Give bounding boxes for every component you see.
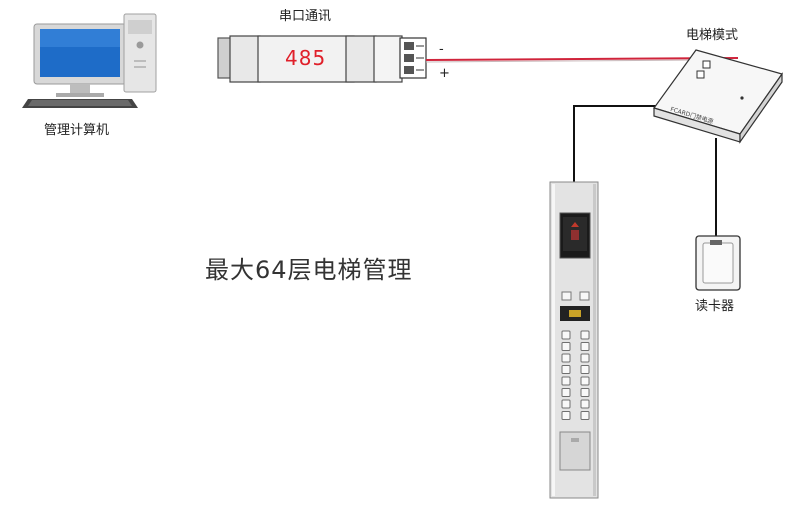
floor-button — [561, 365, 571, 374]
diagram-title: 最大64层电梯管理 — [205, 256, 413, 284]
floor-button — [580, 353, 590, 363]
wire-minus-label: - — [439, 42, 444, 57]
floor-button — [561, 388, 571, 397]
elevator-module-label: 电梯模式 — [686, 28, 739, 43]
floor-button — [561, 353, 571, 363]
floor-button — [580, 376, 590, 386]
floor-button — [580, 342, 590, 351]
floor-button — [580, 399, 590, 409]
floor-button — [580, 330, 590, 340]
pc-label: 管理计算机 — [44, 123, 110, 138]
wires — [425, 57, 739, 236]
wire-plus-label: + — [439, 66, 450, 81]
rs485-converter — [217, 35, 427, 83]
computer-icon — [22, 13, 157, 108]
floor-button — [561, 342, 571, 351]
card-reader-label: 读卡器 — [695, 299, 735, 314]
converter-value: 485 — [285, 46, 327, 70]
floor-button — [580, 411, 590, 420]
panel-wire — [573, 105, 672, 182]
floor-button — [561, 399, 571, 409]
floor-button — [561, 376, 571, 386]
card-reader-device — [695, 235, 741, 291]
red-wire — [425, 57, 739, 61]
serial-label: 串口通讯 — [279, 9, 332, 24]
floor-button — [580, 365, 590, 374]
floor-button — [561, 330, 571, 340]
floor-button — [580, 388, 590, 397]
panel-door — [559, 431, 591, 471]
floor-buttons — [561, 330, 590, 420]
floor-button — [561, 411, 571, 420]
elevator-module-device — [653, 49, 783, 144]
